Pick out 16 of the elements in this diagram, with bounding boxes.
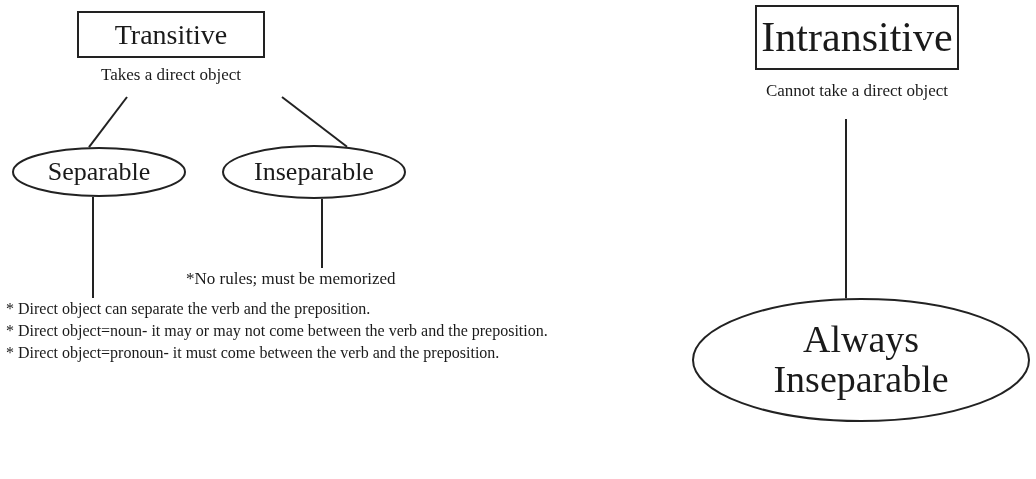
oval-node: Always Inseparable — [692, 298, 1030, 422]
title-box: Transitive — [76, 11, 266, 58]
definition-text: Takes a direct object — [101, 64, 241, 86]
note-text: * Direct object=noun- it may or may not come between the verb and the preposition. — [6, 321, 549, 342]
connector-line — [92, 195, 94, 299]
connector-line — [845, 118, 847, 300]
note-text: * Direct object=pronoun- it must come between the verb and the preposition. — [6, 343, 501, 364]
oval-node: Inseparable — [222, 145, 406, 199]
connector-line — [88, 96, 128, 149]
connector-line — [321, 197, 323, 269]
connector-line — [281, 96, 348, 148]
oval-node: Separable — [12, 147, 186, 197]
note-text: * Direct object can separate the verb and the preposition. — [6, 299, 372, 320]
title-box: Intransitive — [755, 5, 959, 70]
note-text: *No rules; must be memorized — [186, 268, 396, 290]
definition-text: Cannot take a direct object — [765, 79, 949, 102]
